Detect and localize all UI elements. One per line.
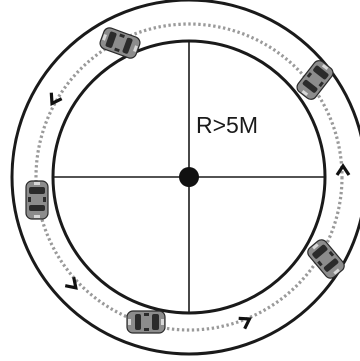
direction-arrow-icon — [65, 277, 80, 292]
car-icon — [26, 181, 48, 219]
car-icon — [127, 311, 165, 333]
radius-label: R>5M — [196, 112, 258, 138]
car-icon — [295, 58, 336, 101]
car-icon — [98, 26, 141, 60]
car-icon — [305, 237, 346, 280]
center-point — [179, 167, 199, 187]
direction-arrow-icon — [337, 166, 349, 175]
